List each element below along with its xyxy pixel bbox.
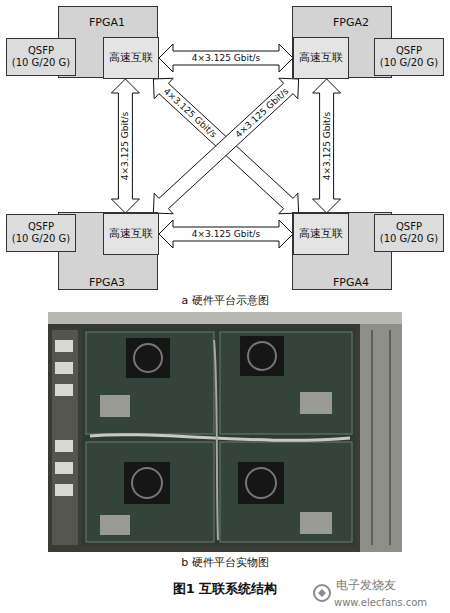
- chip: [100, 395, 130, 417]
- port: [55, 384, 73, 396]
- link-label-holder: 4×3.125 Gbit/s: [190, 229, 262, 239]
- qsfp-box: QSFP(10 G/20 G): [6, 214, 76, 252]
- interconnect-box: 高速互联: [293, 37, 349, 79]
- cable: [214, 340, 218, 540]
- main-board: [82, 328, 356, 546]
- qsfp-box: QSFP(10 G/20 G): [6, 38, 76, 76]
- fan: [134, 344, 162, 372]
- port-label: (10 G/20 G): [380, 233, 438, 245]
- port-label: QSFP: [396, 221, 422, 233]
- watermark-logo: [312, 583, 332, 603]
- link-label-holder: 4×3.125 Gbit/s: [232, 84, 292, 141]
- interconnect-box: 高速互联: [103, 37, 159, 79]
- link-arrow: [159, 220, 293, 248]
- interconnect-name: 高速互联: [299, 227, 343, 240]
- label-holder: www.elecfans.com: [334, 597, 427, 609]
- link-label: 4×3.125 Gbit/s: [120, 110, 130, 182]
- chip: [300, 512, 332, 534]
- label-holder: 电子发烧友: [336, 579, 396, 593]
- qsfp-box: QSFP(10 G/20 G): [374, 38, 444, 76]
- logo-mark: [318, 589, 326, 597]
- port-label: QSFP: [28, 221, 54, 233]
- link-label: 4×3.125 Gbit/s: [232, 84, 292, 141]
- port-label: (10 G/20 G): [12, 57, 70, 69]
- chip: [300, 392, 332, 414]
- port: [55, 484, 73, 496]
- link-label: 4×3.125 Gbit/s: [190, 53, 262, 63]
- link-arrow: [111, 79, 139, 213]
- link-label: 4×3.125 Gbit/s: [321, 110, 331, 182]
- fan: [132, 468, 162, 498]
- link-arrow: [153, 78, 298, 214]
- interconnect-box: 高速互联: [103, 213, 159, 255]
- link-label-holder: 4×3.125 Gbit/s: [160, 84, 220, 141]
- heatsink: [126, 338, 170, 378]
- label-holder: a 硬件平台示意图: [181, 295, 268, 308]
- port-label: QSFP: [28, 45, 54, 57]
- io-column: [52, 330, 78, 545]
- fpga-board: [220, 332, 352, 434]
- link-label: 4×3.125 Gbit/s: [160, 84, 220, 141]
- fpga-name: FPGA1: [89, 16, 125, 29]
- label-holder: b 硬件平台实物图: [181, 557, 268, 570]
- port: [55, 462, 73, 474]
- interconnect-name: 高速互联: [109, 51, 153, 64]
- cable: [90, 435, 350, 441]
- heatsink: [238, 462, 284, 504]
- watermark-text: www.elecfans.com: [334, 597, 427, 609]
- port-label: QSFP: [396, 45, 422, 57]
- link-arrow: [159, 44, 293, 72]
- caption-holder: 图1 互联系统结构: [173, 582, 278, 597]
- logo-ring: [314, 585, 330, 601]
- link-arrow: [153, 78, 298, 214]
- port: [55, 340, 73, 352]
- chip: [100, 515, 130, 535]
- fpga-name: FPGA4: [333, 276, 369, 289]
- fan: [246, 468, 276, 498]
- figure-caption: 图1 互联系统结构: [173, 582, 278, 597]
- port-label: (10 G/20 G): [12, 233, 70, 245]
- link-label-holder: 4×3.125 Gbit/s: [120, 110, 130, 182]
- panel-slot: [389, 330, 391, 545]
- interconnect-name: 高速互联: [299, 51, 343, 64]
- interconnect-name: 高速互联: [109, 227, 153, 240]
- port: [55, 440, 73, 452]
- link-label-holder: 4×3.125 Gbit/s: [321, 110, 331, 182]
- chassis: [48, 312, 402, 552]
- chassis-lid: [48, 312, 402, 324]
- subfigure-caption: a 硬件平台示意图: [181, 295, 268, 308]
- interconnect-box: 高速互联: [293, 213, 349, 255]
- fpga-board: [220, 442, 352, 542]
- link-label: 4×3.125 Gbit/s: [190, 229, 262, 239]
- side-panel: [360, 324, 402, 552]
- link-label-holder: 4×3.125 Gbit/s: [190, 53, 262, 63]
- fpga-board: [86, 442, 214, 542]
- qsfp-box: QSFP(10 G/20 G): [374, 214, 444, 252]
- watermark-text: 电子发烧友: [336, 579, 396, 593]
- panel-slot: [371, 330, 373, 545]
- link-arrow: [313, 79, 341, 213]
- fan: [248, 342, 276, 370]
- port: [55, 362, 73, 374]
- fpga-name: FPGA2: [333, 16, 369, 29]
- heatsink: [240, 336, 284, 376]
- fpga-board: [86, 332, 214, 434]
- heatsink: [124, 462, 170, 504]
- port-label: (10 G/20 G): [380, 57, 438, 69]
- fpga-name: FPGA3: [89, 276, 125, 289]
- subfigure-caption: b 硬件平台实物图: [181, 557, 268, 570]
